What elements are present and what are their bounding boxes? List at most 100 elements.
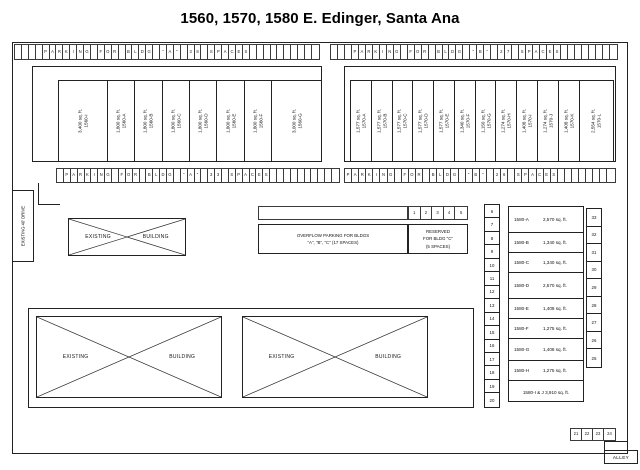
existing-building-3: EXISTING BUILDING bbox=[242, 316, 428, 398]
unit-name: 1570-F bbox=[464, 113, 470, 129]
parking-stall-letter: E bbox=[547, 45, 554, 59]
unit-name: 1580-A bbox=[514, 217, 529, 222]
unit-cell: 1,340 sq. ft.1570-F bbox=[455, 81, 476, 161]
unit-area: 1,800 sq. ft. bbox=[252, 108, 258, 134]
block-1580-unit-list: 1580-A 2,570 sq. ft. 1580-B 1,340 sq. ft. 15… bbox=[508, 206, 584, 402]
parking-stall bbox=[596, 45, 603, 59]
parking-stall-letter: G bbox=[456, 45, 464, 59]
parking-stall-letter: F bbox=[402, 169, 409, 182]
parking-stall-letter: G bbox=[84, 45, 91, 59]
unit-cell: 3,000 sq. ft.1560-G bbox=[272, 81, 321, 161]
stall-number: 3 bbox=[432, 207, 444, 219]
parking-stall bbox=[291, 169, 298, 182]
unit-area: 1,150 sq. ft. bbox=[479, 108, 485, 134]
unit-name: 1580-H bbox=[514, 368, 530, 373]
unit-area: 1,800 sq. ft. bbox=[169, 108, 175, 134]
unit-cell: 1,577 sq. ft.1570-C bbox=[393, 81, 414, 161]
parking-stall-letter: F bbox=[119, 169, 126, 182]
stall-number: 6 bbox=[485, 205, 499, 219]
building-label-building: BUILDING bbox=[375, 354, 402, 360]
parking-stall-letter: O bbox=[105, 45, 112, 59]
stall-number: 19 bbox=[485, 380, 499, 394]
parking-stall-letter: G bbox=[451, 169, 459, 182]
parking-stall bbox=[140, 169, 147, 182]
parking-stall-letter: C bbox=[540, 45, 548, 59]
parking-stall-letter: D bbox=[139, 45, 147, 59]
parking-stall-letter: F bbox=[408, 45, 415, 59]
parking-stall-letter: A bbox=[243, 169, 250, 182]
unit-name: 1570-E bbox=[444, 113, 450, 129]
stall-number: 9 bbox=[485, 245, 499, 259]
unit-area: 1,275 sq. ft. bbox=[542, 368, 567, 373]
parking-stall bbox=[429, 45, 436, 59]
overflow-parking-note: OVERFLOW PARKING FOR BLDGS "A", "B", "C"… bbox=[258, 224, 408, 254]
parking-stall-letter: L bbox=[132, 45, 140, 59]
parking-stall bbox=[463, 45, 471, 59]
parking-stall bbox=[305, 169, 312, 182]
unit-cell: 1,408 sq. ft.1570-K bbox=[559, 81, 580, 161]
stall-number: 16 bbox=[485, 340, 499, 353]
unit-cell: 1,577 sq. ft.1570-B bbox=[372, 81, 393, 161]
unit-name: 1570-A bbox=[360, 113, 366, 129]
parking-stall-letter: C bbox=[537, 169, 544, 182]
parking-stall bbox=[112, 169, 119, 182]
building-x-cross-icon bbox=[37, 317, 221, 397]
parking-stall-letter: G bbox=[105, 169, 112, 182]
stall-number: 7 bbox=[485, 218, 499, 232]
parking-stall bbox=[508, 169, 516, 182]
parking-stall-letter: R bbox=[112, 45, 119, 59]
unit-area: 1,800 sq. ft. bbox=[224, 108, 230, 134]
parking-stall-letter: N bbox=[387, 45, 394, 59]
parking-stall bbox=[607, 169, 614, 182]
parking-stall-letter: D bbox=[160, 169, 167, 182]
parking-stall-letter: O bbox=[126, 169, 133, 182]
parking-stall-letter: N bbox=[98, 169, 106, 182]
parking-stall bbox=[201, 45, 209, 59]
stall-number: 14 bbox=[485, 313, 499, 327]
parking-stall bbox=[250, 45, 257, 59]
parking-stall-letter: L bbox=[153, 169, 161, 182]
unit-list-row: 1580-H 1,275 sq. ft. bbox=[509, 361, 583, 381]
parking-stall-letter: O bbox=[409, 169, 416, 182]
parking-stall-letter: " bbox=[181, 169, 188, 182]
unit-name: 1570-J bbox=[547, 113, 553, 129]
parking-stall-letter: N bbox=[380, 169, 388, 182]
parking-stall bbox=[312, 45, 319, 59]
unit-name: 1580-B bbox=[514, 240, 529, 245]
parking-stall-letter: A bbox=[188, 169, 195, 182]
parking-stall-letter: E bbox=[544, 169, 551, 182]
unit-name: 1560-D bbox=[203, 113, 209, 129]
parking-stall-letter: 2 bbox=[498, 45, 506, 59]
parking-stall bbox=[29, 45, 36, 59]
unit-area: 1,274 sq. ft. bbox=[542, 108, 548, 134]
existing-building-2: EXISTING BUILDING bbox=[36, 316, 222, 398]
parking-stall-letter: 2 bbox=[494, 169, 502, 182]
unit-cell: 1,408 sq. ft.1570-I bbox=[517, 81, 539, 161]
parking-stall bbox=[284, 169, 291, 182]
building-x-cross-icon bbox=[69, 219, 185, 255]
parking-stall bbox=[318, 169, 326, 182]
stall-number: 31 bbox=[587, 244, 601, 262]
parking-stall-letter: R bbox=[133, 169, 140, 182]
stall-number: 5 bbox=[460, 209, 463, 215]
parking-stall-letter: " bbox=[466, 169, 473, 182]
parking-stall bbox=[600, 169, 608, 182]
unit-name: 1560-A bbox=[120, 113, 126, 129]
parking-stall bbox=[561, 45, 568, 59]
unit-area: 1,340 sq. ft. bbox=[542, 240, 567, 245]
parking-stall-letter: I bbox=[91, 169, 99, 182]
parking-stall bbox=[610, 45, 617, 59]
unit-name: 1570-L bbox=[596, 113, 602, 129]
unit-area: 2,570 sq. ft. bbox=[542, 283, 567, 288]
parking-stall-letter: D bbox=[449, 45, 457, 59]
parking-stall bbox=[181, 45, 188, 59]
unit-name: 1560-C bbox=[175, 113, 181, 129]
parking-stall bbox=[311, 169, 319, 182]
parking-stall-letter: R bbox=[422, 45, 429, 59]
parking-stall bbox=[264, 45, 271, 59]
